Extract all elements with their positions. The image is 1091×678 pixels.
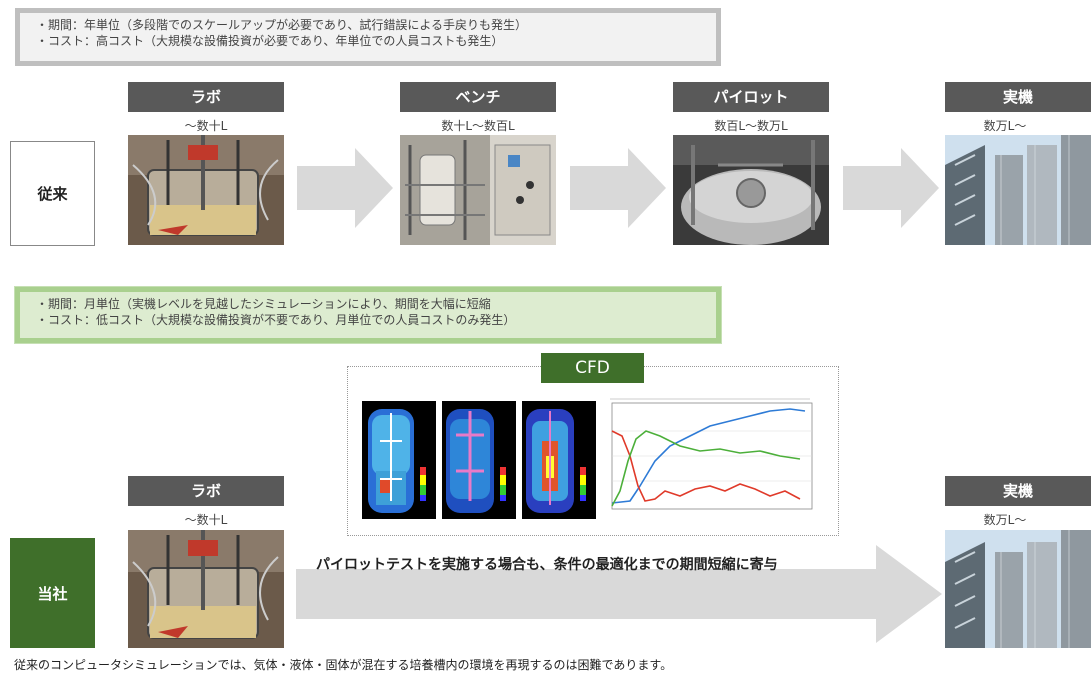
ours-stage-volume-lab: ～数十L (184, 513, 228, 527)
stage-volume-bench: 数十L～数百L (441, 119, 515, 133)
ours-info-box: ・期間：月単位（実機レベルを見越したシミュレーションにより、期間を大幅に短縮 ・… (14, 286, 722, 344)
stage-volume-plant: 数万L～ (983, 119, 1027, 133)
stage-label-pilot: パイロット (673, 82, 829, 112)
ours-lab-reactor-photo (128, 530, 284, 648)
ours-cost-text: ・コスト：低コスト（大規模な設備投資が不要であり、月単位での人員コストのみ発生） (36, 313, 516, 327)
ours-stage-label-plant: 実機 (945, 476, 1091, 506)
stage-label-plant: 実機 (945, 82, 1091, 112)
bottom-note: 従来のコンピュータシミュレーションでは、気体・液体・固体が混在する培養槽内の環境… (14, 658, 673, 672)
cfd-tank-sim-1 (362, 401, 436, 519)
conventional-info-box: ・期間：年単位（多段階でのスケールアップが必要であり、試行錯誤による手戻りも発生… (15, 8, 721, 66)
cfd-tank-sim-2 (442, 401, 516, 519)
row-label-conventional: 従来 (10, 141, 95, 246)
ours-stage-label-lab: ラボ (128, 476, 284, 506)
conventional-cost-text: ・コスト：高コスト（大規模な設備投資が必要であり、年単位での人員コストも発生） (36, 34, 504, 48)
lab-reactor-photo (128, 135, 284, 245)
plant-tanks-photo (945, 135, 1091, 245)
ours-plant-tanks-photo (945, 530, 1091, 648)
bench-reactor-photo (400, 135, 556, 245)
stage-volume-pilot: 数百L～数万L (714, 119, 788, 133)
stage-label-bench: ベンチ (400, 82, 556, 112)
cfd-title: CFD (541, 353, 644, 383)
arrow-lab-to-bench (297, 148, 393, 228)
ours-stage-volume-plant: 数万L～ (983, 513, 1027, 527)
row-label-ours: 当社 (10, 538, 95, 648)
cfd-tank-sim-3 (522, 401, 596, 519)
chart-series-red (611, 430, 801, 502)
stage-volume-lab: ～数十L (184, 119, 228, 133)
row-label-conventional-text: 従来 (37, 185, 68, 203)
conventional-period-text: ・期間：年単位（多段階でのスケールアップが必要であり、試行錯誤による手戻りも発生… (36, 18, 528, 32)
long-arrow-lab-to-plant (296, 545, 942, 643)
stage-label-lab: ラボ (128, 82, 284, 112)
row-label-ours-text: 当社 (37, 584, 68, 603)
arrow-bench-to-pilot (570, 148, 666, 228)
pilot-reactor-photo (673, 135, 829, 245)
arrow-pilot-to-plant (843, 148, 939, 228)
long-arrow-caption: パイロットテストを実施する場合も、条件の最適化までの期間短縮に寄与 (316, 557, 778, 573)
ours-period-text: ・期間：月単位（実機レベルを見越したシミュレーションにより、期間を大幅に短縮 (36, 297, 491, 311)
cfd-results-chart (600, 391, 824, 523)
chart-series-green (611, 430, 801, 507)
